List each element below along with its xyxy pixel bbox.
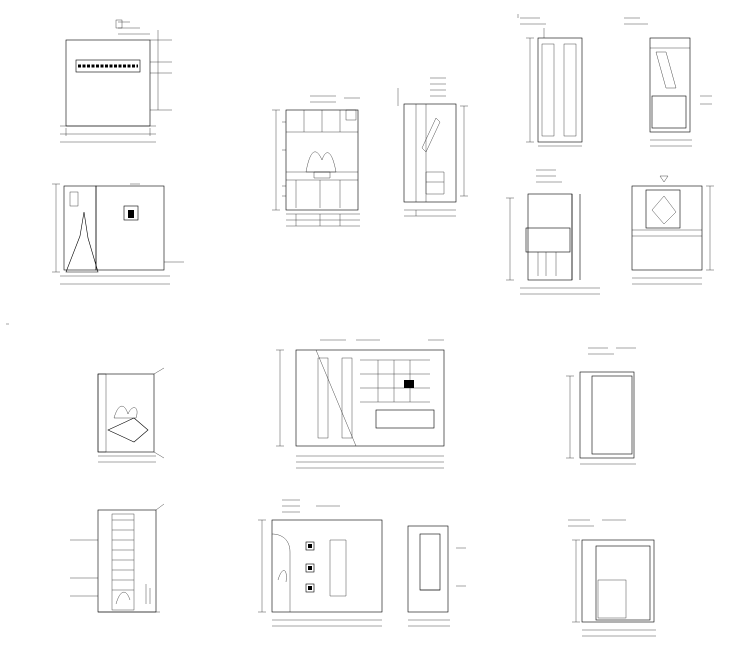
drawing-elev-10	[276, 339, 445, 469]
drawing-elev-15	[568, 519, 656, 637]
drawing-elev-4	[397, 77, 468, 217]
drawing-elev-8	[631, 175, 714, 285]
drawing-elev-2	[52, 183, 184, 285]
drawing-elev-5	[520, 17, 583, 147]
drawing-elev-13	[258, 499, 383, 627]
drawing-elev-7	[506, 169, 600, 295]
drawing-elev-3	[272, 95, 360, 227]
drawing-elev-11	[566, 347, 636, 465]
drawing-elev-16	[6, 14, 519, 325]
drawing-elev-1	[60, 19, 172, 143]
drawing-elev-12	[70, 503, 165, 613]
drawing-elev-9	[97, 367, 165, 463]
drawing-elev-6	[624, 17, 712, 147]
drawing-elev-14	[407, 525, 466, 627]
